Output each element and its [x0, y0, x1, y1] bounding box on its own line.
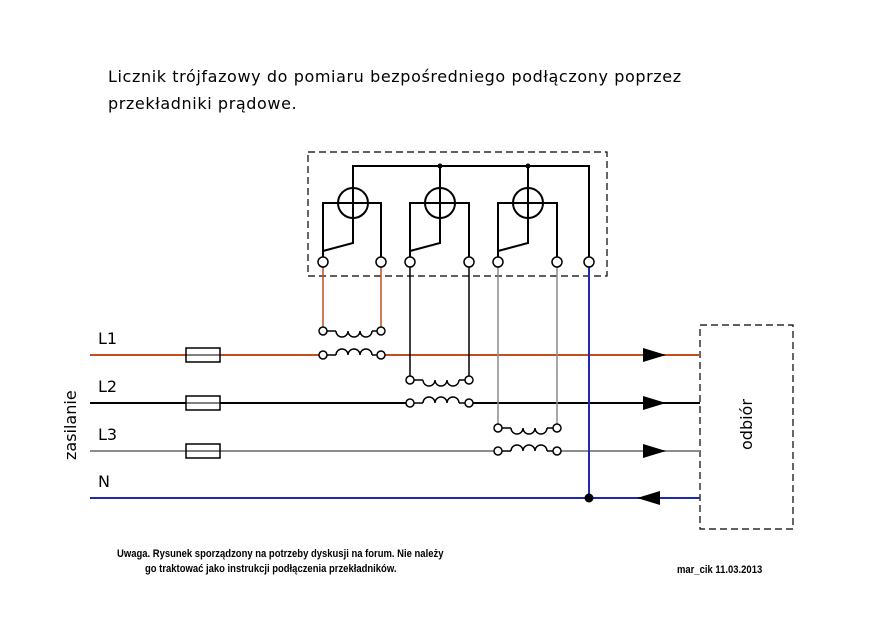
meter-enclosure [307, 151, 608, 277]
meter-voltage-bus [352, 165, 590, 262]
ct3-secondary-wires [497, 266, 558, 424]
meter-terminals [317, 256, 595, 268]
arrow-l1-right-icon [643, 348, 666, 362]
label-l1: L1 [98, 329, 117, 348]
current-transformer-3 [493, 423, 562, 456]
label-load: odbiór [737, 399, 756, 450]
label-n: N [98, 472, 110, 491]
current-transformer-1 [318, 326, 386, 360]
label-l3: L3 [98, 425, 117, 444]
meter-element-3 [497, 187, 558, 258]
arrow-l3-right-icon [643, 444, 666, 458]
arrow-n-left-icon [637, 491, 660, 505]
meter-element-2 [409, 187, 470, 258]
bus-junction-1 [437, 163, 443, 169]
label-supply: zasilanie [61, 390, 80, 460]
neutral-junction [584, 493, 594, 503]
ct1-secondary-wires [322, 266, 382, 327]
title-line-2: przekładniki prądowe. [108, 94, 298, 113]
bus-junction-2 [525, 163, 531, 169]
note-line-2: go traktować jako instrukcji podłączenia… [145, 563, 397, 575]
ct2-secondary-wires [409, 266, 470, 376]
title-line-1: Licznik trójfazowy do pomiaru bezpośredn… [108, 67, 682, 86]
current-transformer-2 [405, 375, 474, 408]
label-l2: L2 [98, 377, 117, 396]
meter-element-1 [322, 187, 382, 258]
load-enclosure [699, 324, 794, 530]
arrow-l2-right-icon [643, 396, 666, 410]
author-signature: mar_cik 11.03.2013 [677, 564, 763, 576]
note-line-1: Uwaga. Rysunek sporządzony na potrzeby d… [117, 548, 444, 560]
